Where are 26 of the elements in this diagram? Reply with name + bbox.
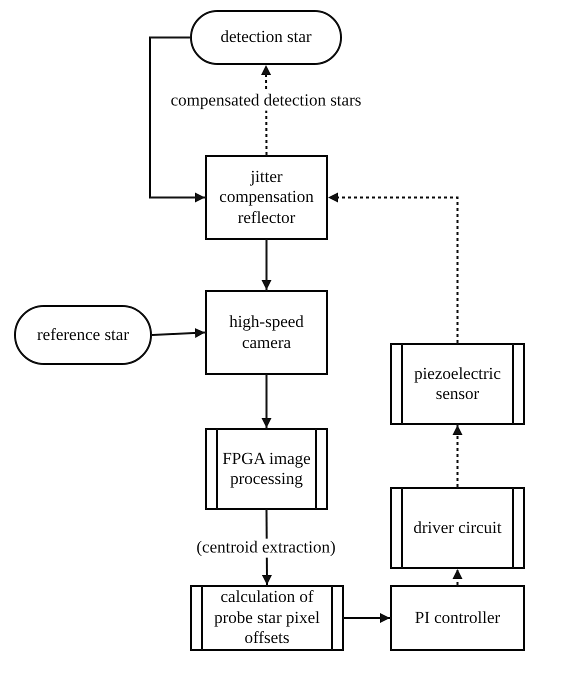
- subprocess-box: [205, 428, 328, 510]
- node-label: driver circuit: [413, 518, 502, 538]
- process-box: [205, 290, 328, 375]
- arrow: [328, 192, 458, 343]
- node-label: calculation of probe star pixel offsets: [213, 587, 321, 649]
- subprocess-box: [190, 585, 344, 651]
- arrow: [262, 375, 272, 428]
- arrow: [344, 613, 390, 623]
- edge-label: compensated detection stars: [168, 92, 364, 110]
- node-label: reference star: [36, 324, 129, 346]
- subprocess-box: [390, 343, 525, 425]
- node-label: jitter compensation reflector: [218, 166, 315, 228]
- subprocess-box: [390, 487, 525, 569]
- node-label: detection star: [220, 27, 312, 48]
- edge-label: (centroid extraction): [194, 538, 338, 558]
- node-label: PI controller: [414, 608, 500, 628]
- node-label: FPGA image processing: [221, 448, 312, 490]
- arrow: [262, 240, 272, 290]
- process-box: [390, 585, 525, 651]
- node-label: piezoelectric sensor: [413, 364, 502, 404]
- process-box: [205, 155, 328, 240]
- node-label: high-speed camera: [228, 312, 305, 353]
- arrow: [452, 425, 462, 487]
- arrow: [152, 328, 206, 338]
- arrow: [149, 36, 205, 202]
- arrow: [452, 569, 462, 585]
